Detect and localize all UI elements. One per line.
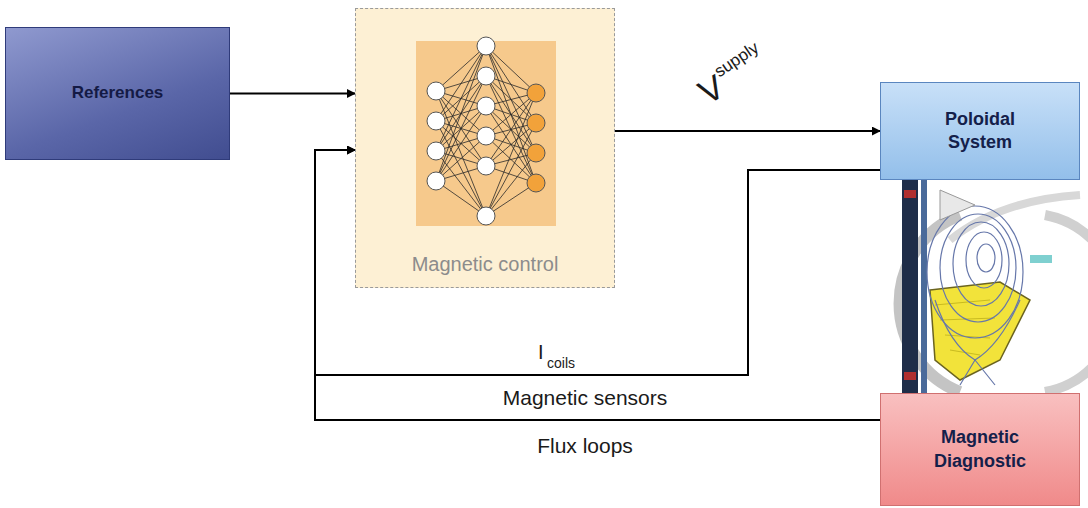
- network-neuron: [427, 112, 445, 130]
- network-neuron: [477, 207, 495, 225]
- network-neuron: [477, 157, 495, 175]
- node-text: Poloidal System: [911, 108, 1049, 155]
- network-neuron: [477, 67, 495, 85]
- neural-network-icon: [406, 31, 566, 231]
- network-neuron: [527, 174, 545, 192]
- network-link: [436, 46, 486, 91]
- node-text: Magnetic Diagnostic: [911, 426, 1049, 473]
- signal-label: Flux loops: [537, 434, 633, 458]
- signal-connector: [230, 93, 355, 95]
- network-neuron: [527, 114, 545, 132]
- network-link: [436, 136, 486, 181]
- system-box: Poloidal System: [880, 82, 1080, 180]
- network-neuron: [477, 97, 495, 115]
- reference-box: References: [5, 27, 230, 160]
- controller-box: Magnetic control: [355, 8, 615, 288]
- network-neuron: [477, 127, 495, 145]
- signal-connector: [615, 130, 880, 132]
- diagnostic-box: Magnetic Diagnostic: [880, 393, 1080, 506]
- node-text: References: [72, 82, 164, 104]
- network-link: [486, 123, 536, 166]
- network-link: [486, 46, 536, 93]
- subscript-label: supply: [711, 38, 763, 82]
- signal-label: I: [538, 341, 544, 364]
- tokamak-drawing: [880, 180, 1088, 393]
- subscript-label: coils: [547, 355, 575, 371]
- network-neuron: [427, 142, 445, 160]
- node-text: Magnetic control: [412, 251, 559, 277]
- network-neuron: [477, 37, 495, 55]
- network-neuron: [427, 172, 445, 190]
- network-neuron: [427, 82, 445, 100]
- network-neuron: [527, 144, 545, 162]
- network-neuron: [527, 84, 545, 102]
- signal-label: Magnetic sensors: [503, 386, 668, 410]
